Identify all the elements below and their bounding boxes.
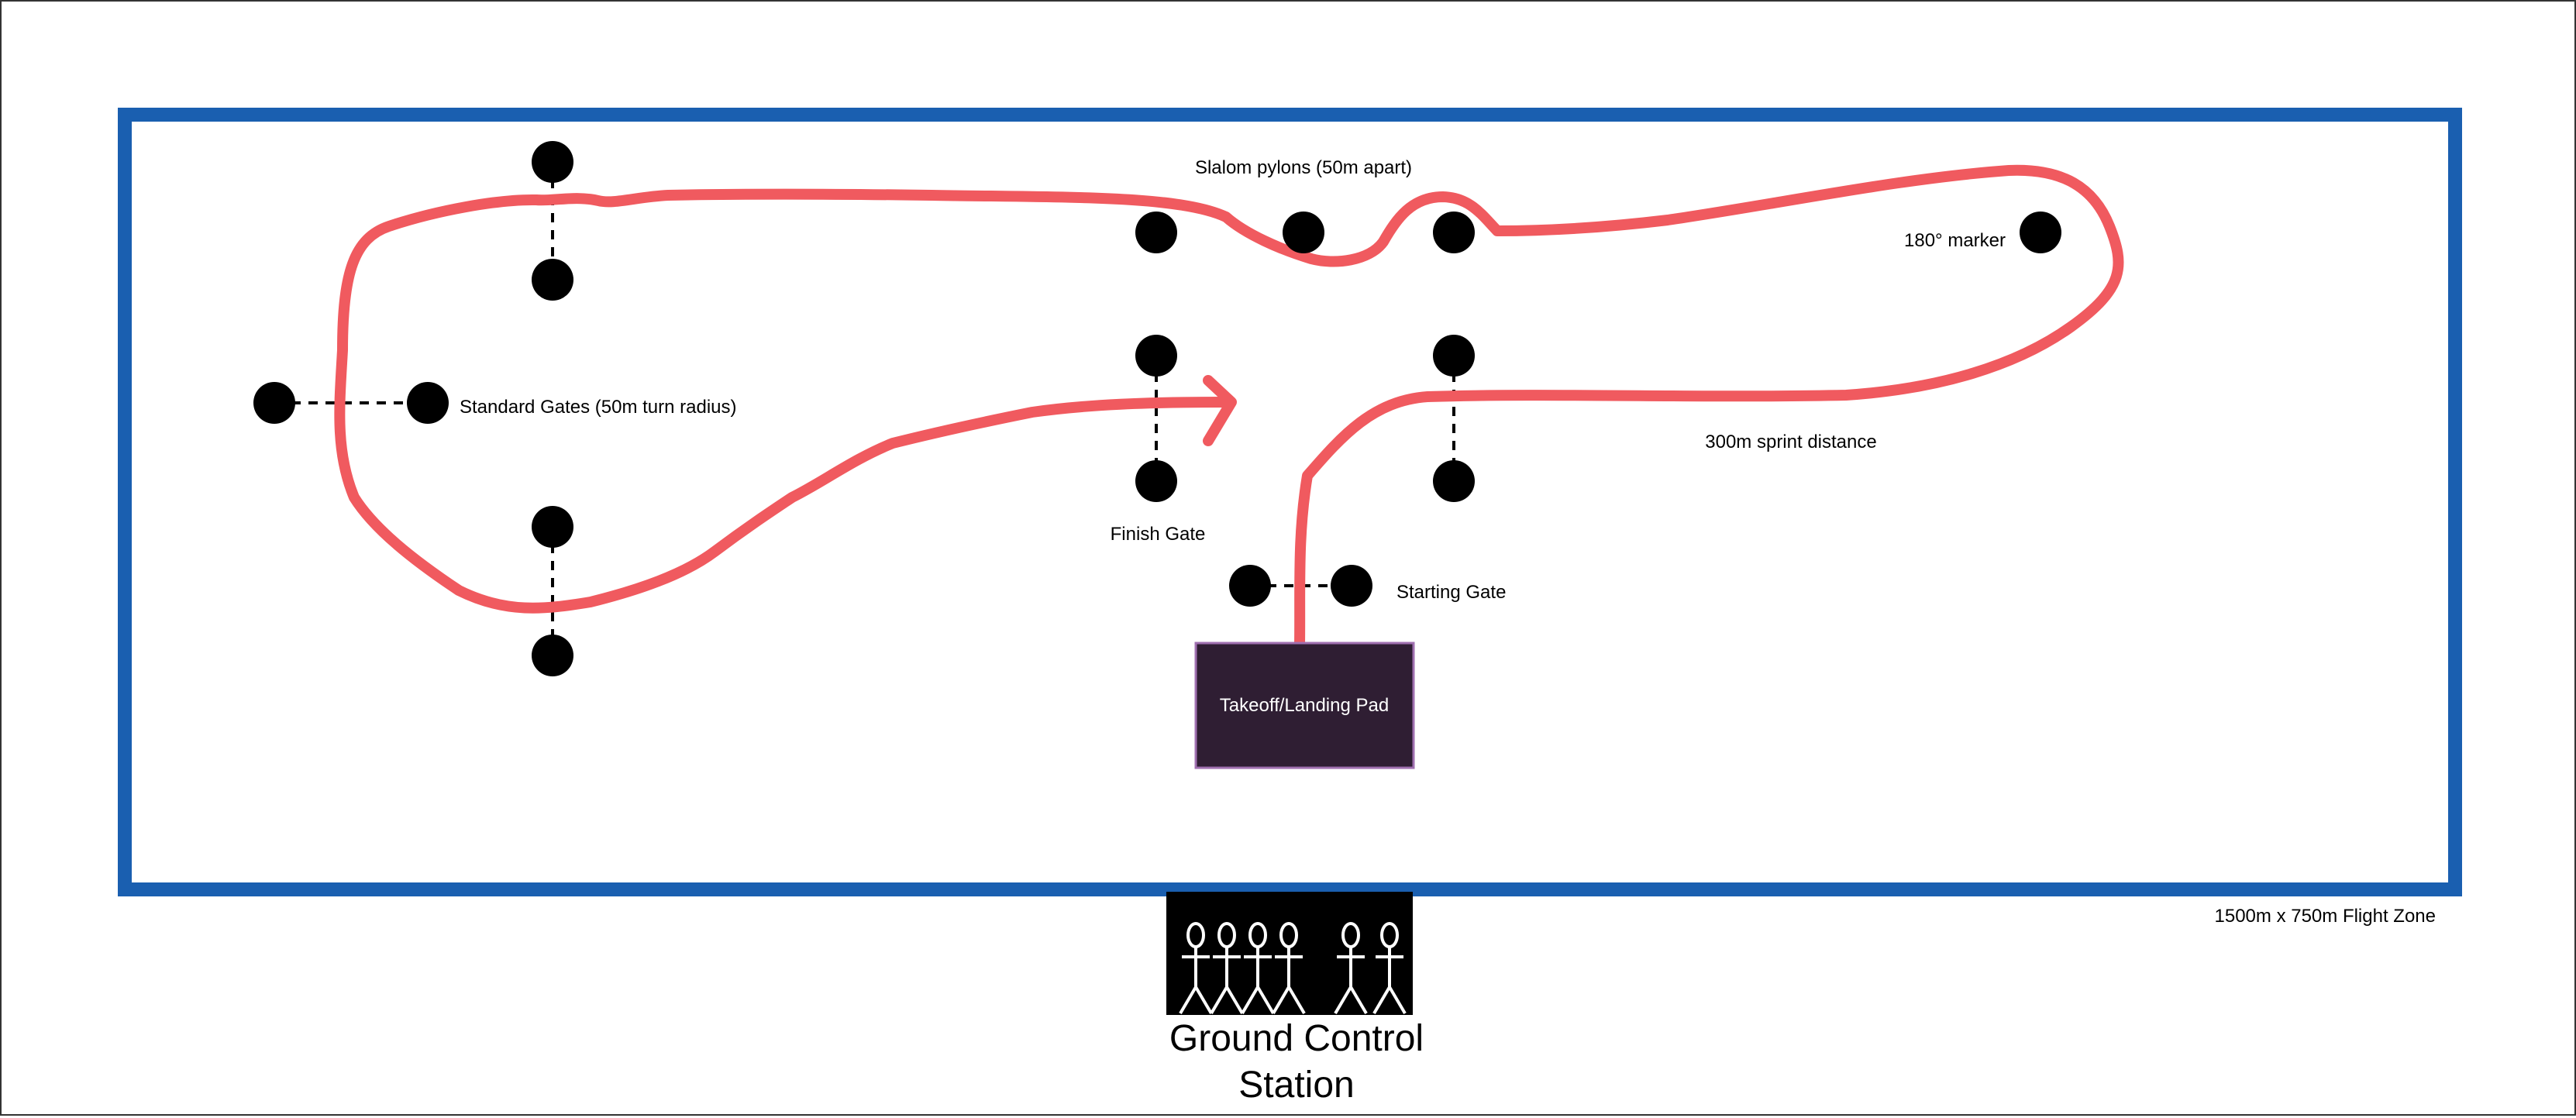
flight-zone-boundary <box>118 108 2462 896</box>
pylons <box>253 141 2061 676</box>
pylon <box>532 141 573 183</box>
pylon <box>532 635 573 676</box>
operator-figure <box>1334 922 1368 1015</box>
pylon <box>1135 212 1177 253</box>
pylon <box>1331 565 1372 607</box>
flight-path <box>334 164 2124 650</box>
pylon <box>1135 335 1177 377</box>
finish-gate-label: Finish Gate <box>1111 524 1206 545</box>
sprint-label: 300m sprint distance <box>1705 432 1876 452</box>
starting-gate-label: Starting Gate <box>1396 582 1506 603</box>
operator-figure <box>1272 922 1306 1015</box>
operator-figure <box>1372 922 1407 1015</box>
pylon <box>253 382 295 424</box>
pylon <box>407 382 449 424</box>
pylon <box>1135 460 1177 502</box>
operator-figures <box>1179 922 1407 1015</box>
pylon <box>1229 565 1271 607</box>
marker-180-label: 180° marker <box>1904 230 2006 251</box>
pylon <box>532 259 573 301</box>
pylon <box>1433 335 1475 377</box>
operator-figure <box>1210 922 1244 1015</box>
pylon <box>532 506 573 548</box>
gcs-label-line1: Ground Control <box>1169 1018 1424 1059</box>
slalom-label: Slalom pylons (50m apart) <box>1195 157 1412 178</box>
takeoff-landing-pad <box>1194 642 1415 769</box>
standard-gates-label: Standard Gates (50m turn radius) <box>460 397 737 418</box>
pad-label: Takeoff/Landing Pad <box>1220 695 1389 716</box>
pylon <box>1283 212 1324 253</box>
pylon <box>1433 212 1475 253</box>
flight-zone-label: 1500m x 750m Flight Zone <box>2215 906 2436 927</box>
ground-control-station: Ground Control Station <box>1166 892 1424 1106</box>
pylon <box>1433 460 1475 502</box>
gcs-label-line2: Station <box>1238 1065 1354 1106</box>
pylon <box>2020 212 2061 253</box>
flight-path-arrowhead <box>1203 375 1237 446</box>
operator-figure <box>1179 922 1213 1015</box>
operator-figure <box>1241 922 1275 1015</box>
